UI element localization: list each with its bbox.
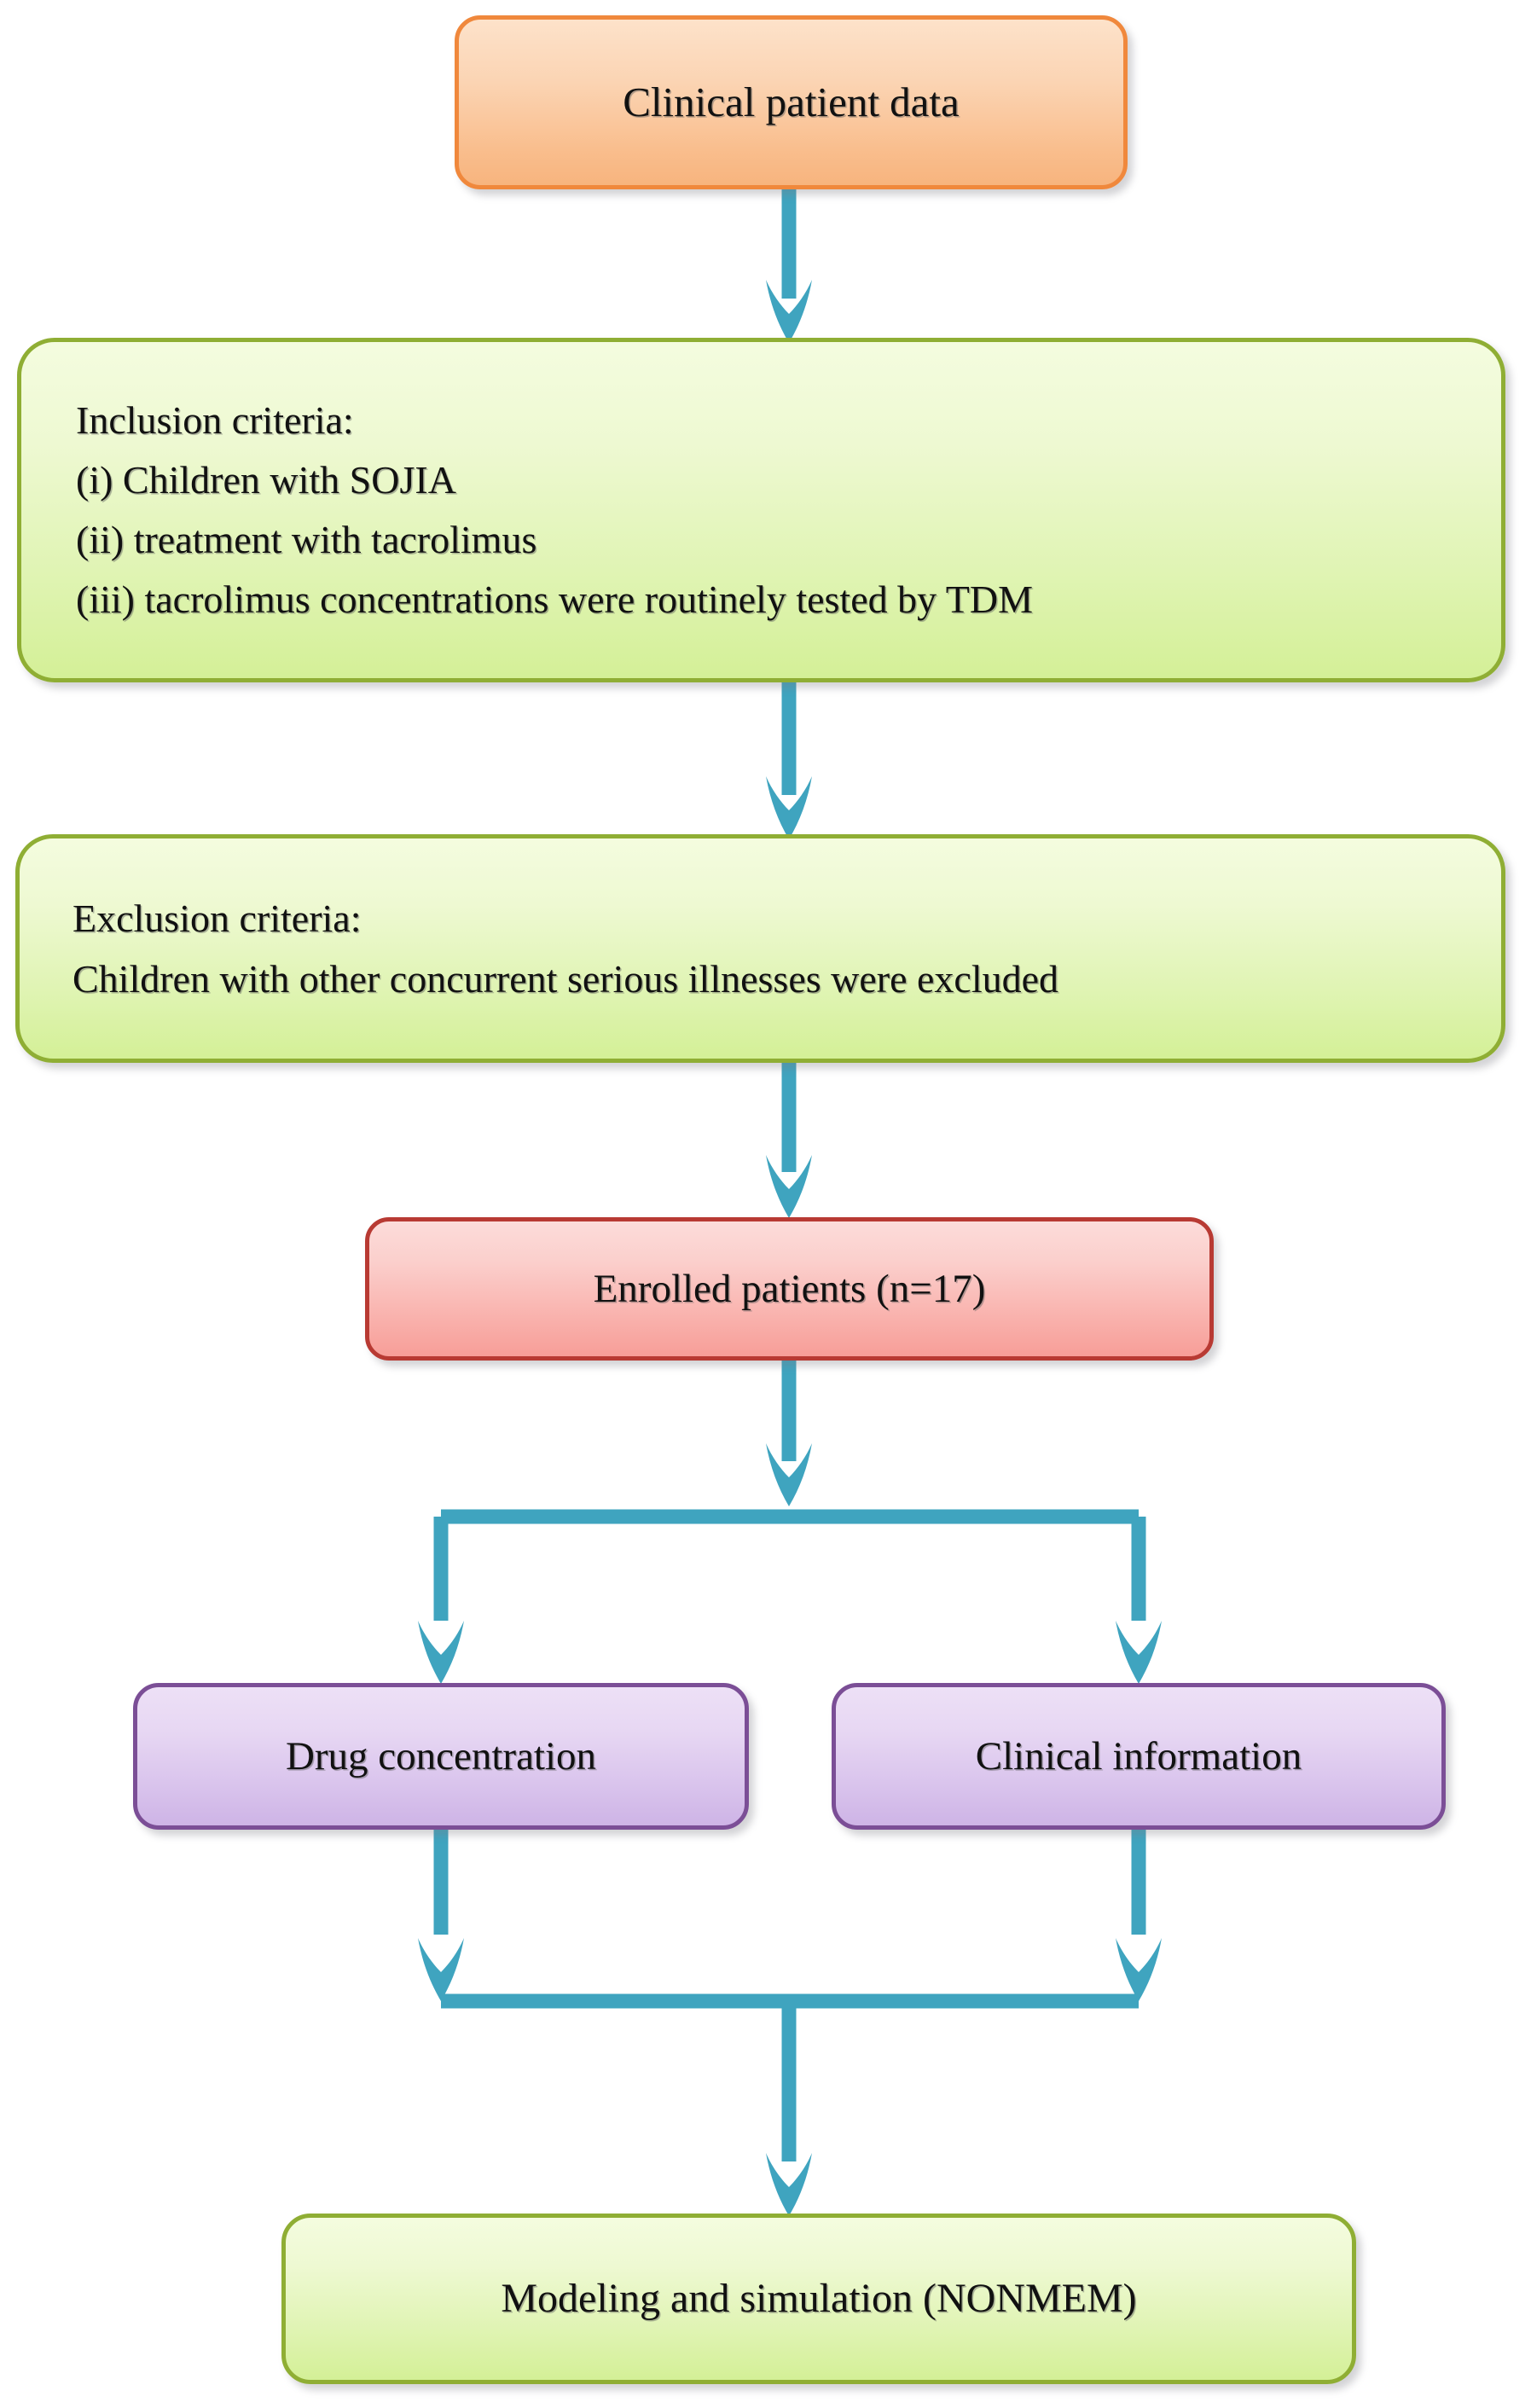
edge-data-to-inclusion xyxy=(0,179,1531,350)
node-label-inclusion-criteria: Inclusion criteria: (i) Children with SO… xyxy=(76,398,1034,621)
node-modeling-and-simulation[interactable]: Modeling and simulation (NONMEM) xyxy=(281,2214,1356,2384)
node-label-modeling-and-simulation: Modeling and simulation (NONMEM) xyxy=(501,2275,1137,2321)
node-clinical-information[interactable]: Clinical information xyxy=(832,1683,1446,1830)
edge-merge-to-modeling xyxy=(0,1824,1531,2225)
node-label-enrolled-patients: Enrolled patients (n=17) xyxy=(593,1266,986,1311)
node-inclusion-criteria[interactable]: Inclusion criteria: (i) Children with SO… xyxy=(17,338,1505,682)
node-label-exclusion-criteria: Exclusion criteria: Children with other … xyxy=(72,896,1059,1001)
node-enrolled-patients[interactable]: Enrolled patients (n=17) xyxy=(365,1217,1214,1361)
edge-inclusion-to-exclusion xyxy=(0,676,1531,846)
node-label-clinical-information: Clinical information xyxy=(975,1733,1302,1778)
node-drug-concentration[interactable]: Drug concentration xyxy=(133,1683,749,1830)
node-clinical-patient-data[interactable]: Clinical patient data xyxy=(455,15,1128,189)
edge-enrolled-split xyxy=(0,1355,1531,1696)
node-label-drug-concentration: Drug concentration xyxy=(285,1733,597,1778)
edge-exclusion-to-enrolled xyxy=(0,1056,1531,1227)
node-label-clinical-patient-data: Clinical patient data xyxy=(623,78,960,126)
node-exclusion-criteria[interactable]: Exclusion criteria: Children with other … xyxy=(15,834,1505,1063)
